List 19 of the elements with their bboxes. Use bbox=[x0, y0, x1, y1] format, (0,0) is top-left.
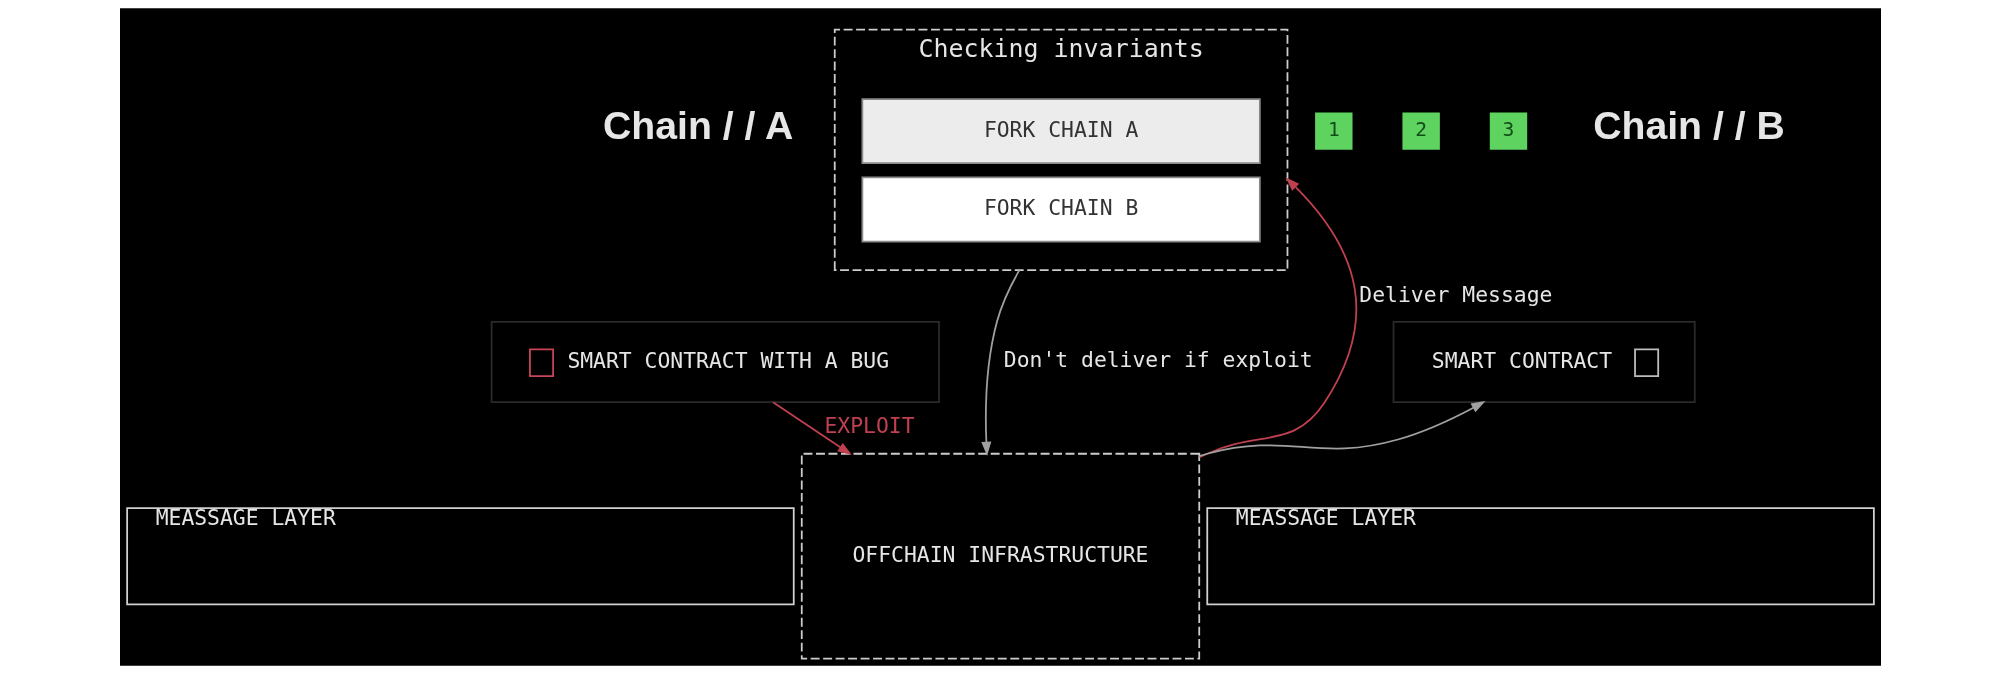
node-box: FORK CHAIN A bbox=[860, 98, 1261, 165]
node-box: 2 bbox=[1401, 112, 1440, 150]
arrow bbox=[1198, 401, 1485, 457]
node-box: SMART CONTRACT bbox=[1392, 320, 1696, 403]
edge-label: Don't deliver if exploit bbox=[1003, 347, 1313, 373]
node-box: MEASSAGE LAYER bbox=[125, 507, 795, 606]
node-box: SMART CONTRACT WITH A BUG bbox=[490, 320, 940, 403]
node-box: FORK CHAIN B bbox=[860, 176, 1261, 243]
arrow bbox=[771, 401, 852, 456]
label: Chain / / A bbox=[602, 104, 793, 148]
edge-label: EXPLOIT bbox=[823, 413, 915, 439]
node-box: 3 bbox=[1489, 112, 1527, 150]
node-box: MEASSAGE LAYER bbox=[1205, 507, 1875, 606]
edge-label: Deliver Message bbox=[1358, 281, 1552, 307]
node-box: OFFCHAIN INFRASTRUCTURE bbox=[800, 452, 1200, 660]
arrow bbox=[1198, 177, 1357, 459]
label: Chain / / B bbox=[1592, 104, 1785, 148]
node-box: 1 bbox=[1314, 112, 1353, 150]
arrow bbox=[980, 269, 1020, 457]
